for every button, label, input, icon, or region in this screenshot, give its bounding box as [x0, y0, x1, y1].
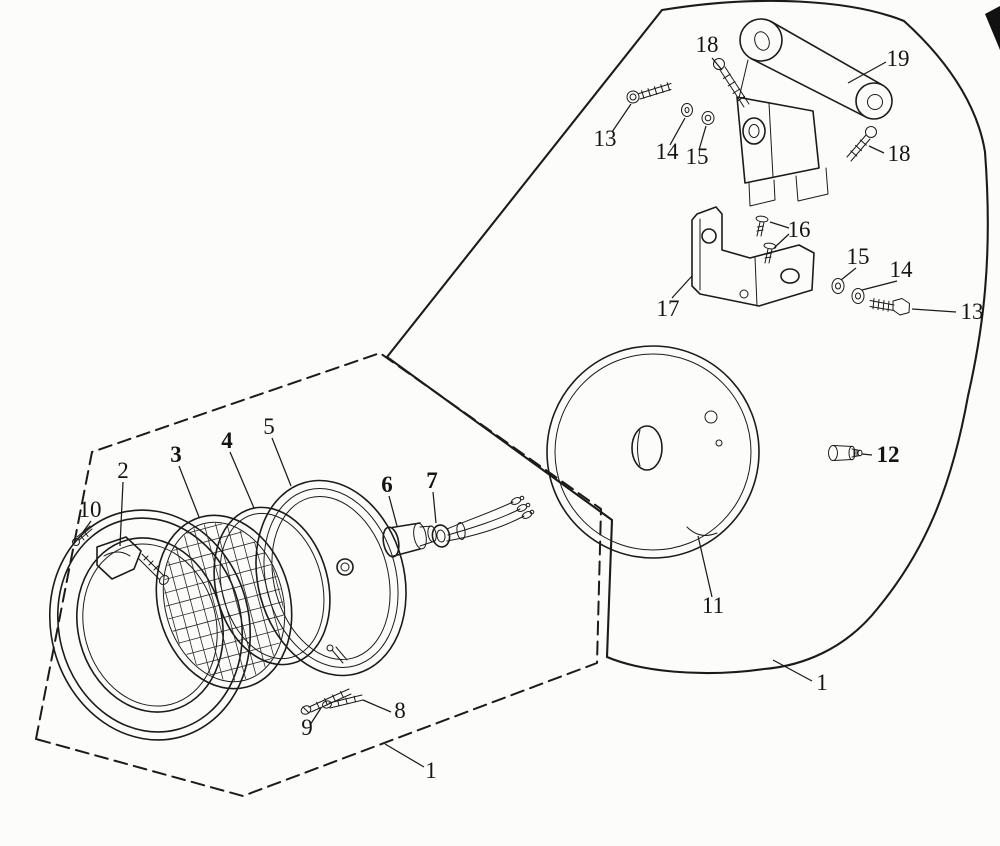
callout-19: 19	[887, 46, 910, 71]
callout-18-upper: 18	[696, 32, 719, 57]
callout-3: 3	[170, 442, 182, 467]
leader-11	[697, 535, 713, 598]
callout-2: 2	[117, 458, 129, 483]
leader-9	[309, 707, 322, 726]
leader-18-right	[868, 145, 885, 154]
callout-14-lower: 14	[890, 257, 914, 282]
leader-6	[388, 495, 398, 527]
leader-1-right	[772, 659, 813, 682]
bracket-17	[691, 206, 815, 307]
callout-16: 16	[788, 217, 811, 242]
leader-4	[229, 451, 255, 509]
headlight-rim	[48, 509, 252, 741]
callout-6: 6	[381, 472, 393, 497]
callout-18-right: 18	[888, 141, 911, 166]
leader-19	[847, 61, 887, 84]
right-group-boundary	[385, 0, 989, 675]
leader-5	[271, 437, 292, 487]
callout-17: 17	[657, 296, 680, 321]
bolt-12	[828, 445, 863, 461]
headlight-shell-11	[546, 345, 760, 559]
reflector-ring-5	[255, 479, 407, 677]
leader-8	[362, 699, 392, 713]
scan-artifact	[985, 6, 1000, 50]
leader-12	[861, 453, 873, 456]
lens-3	[147, 509, 301, 695]
leader-13-upper	[611, 103, 632, 133]
left-group-boundary	[35, 352, 602, 797]
callout-7: 7	[426, 468, 438, 493]
callout-11: 11	[702, 593, 724, 618]
callout-labels: 18 19 13 14 15 18 16 15 14 17 13 12 11 1…	[79, 32, 984, 783]
leader-3	[178, 465, 200, 518]
callout-15-upper: 15	[686, 144, 709, 169]
washer-14-lower	[851, 288, 865, 304]
leader-lines	[82, 57, 957, 768]
leader-14-lower	[861, 280, 898, 291]
leader-10	[82, 520, 92, 533]
callout-1-right: 1	[816, 670, 828, 695]
screws-16	[755, 215, 777, 264]
screw-8	[322, 694, 364, 709]
callout-13-upper: 13	[594, 126, 617, 151]
wiring-harness	[446, 495, 535, 542]
leader-18-upper	[711, 57, 723, 71]
callout-15-lower: 15	[847, 244, 870, 269]
callout-4: 4	[221, 428, 233, 453]
bolt-13-upper	[626, 82, 672, 104]
bolt-18-right	[846, 126, 877, 162]
callout-9: 9	[301, 715, 313, 740]
bolt-13-right	[869, 298, 910, 316]
callout-14-upper: 14	[656, 139, 680, 164]
callout-5: 5	[263, 414, 275, 439]
rim-clip-2	[96, 536, 170, 586]
callout-12: 12	[877, 442, 900, 467]
bracket-19	[736, 18, 893, 207]
leader-1-left	[384, 743, 425, 768]
callout-10: 10	[79, 497, 102, 522]
nut-15-upper	[701, 111, 715, 125]
callout-13-right: 13	[961, 299, 984, 324]
screw-9	[300, 688, 352, 715]
leader-13-right	[911, 308, 957, 313]
leader-17	[671, 275, 693, 299]
washer-14-upper	[681, 103, 693, 117]
leader-15-upper	[698, 125, 707, 151]
bulb-socket-6	[382, 522, 437, 558]
gasket-4	[213, 506, 331, 666]
washer-15-lower	[831, 278, 845, 294]
leader-14-upper	[669, 117, 686, 146]
leader-16-b	[773, 233, 790, 249]
callout-1-left: 1	[425, 758, 437, 783]
leader-16-a	[769, 221, 790, 229]
leader-15-lower	[840, 267, 857, 281]
leader-2	[119, 481, 124, 547]
callout-8: 8	[394, 698, 406, 723]
leader-7	[432, 491, 437, 524]
